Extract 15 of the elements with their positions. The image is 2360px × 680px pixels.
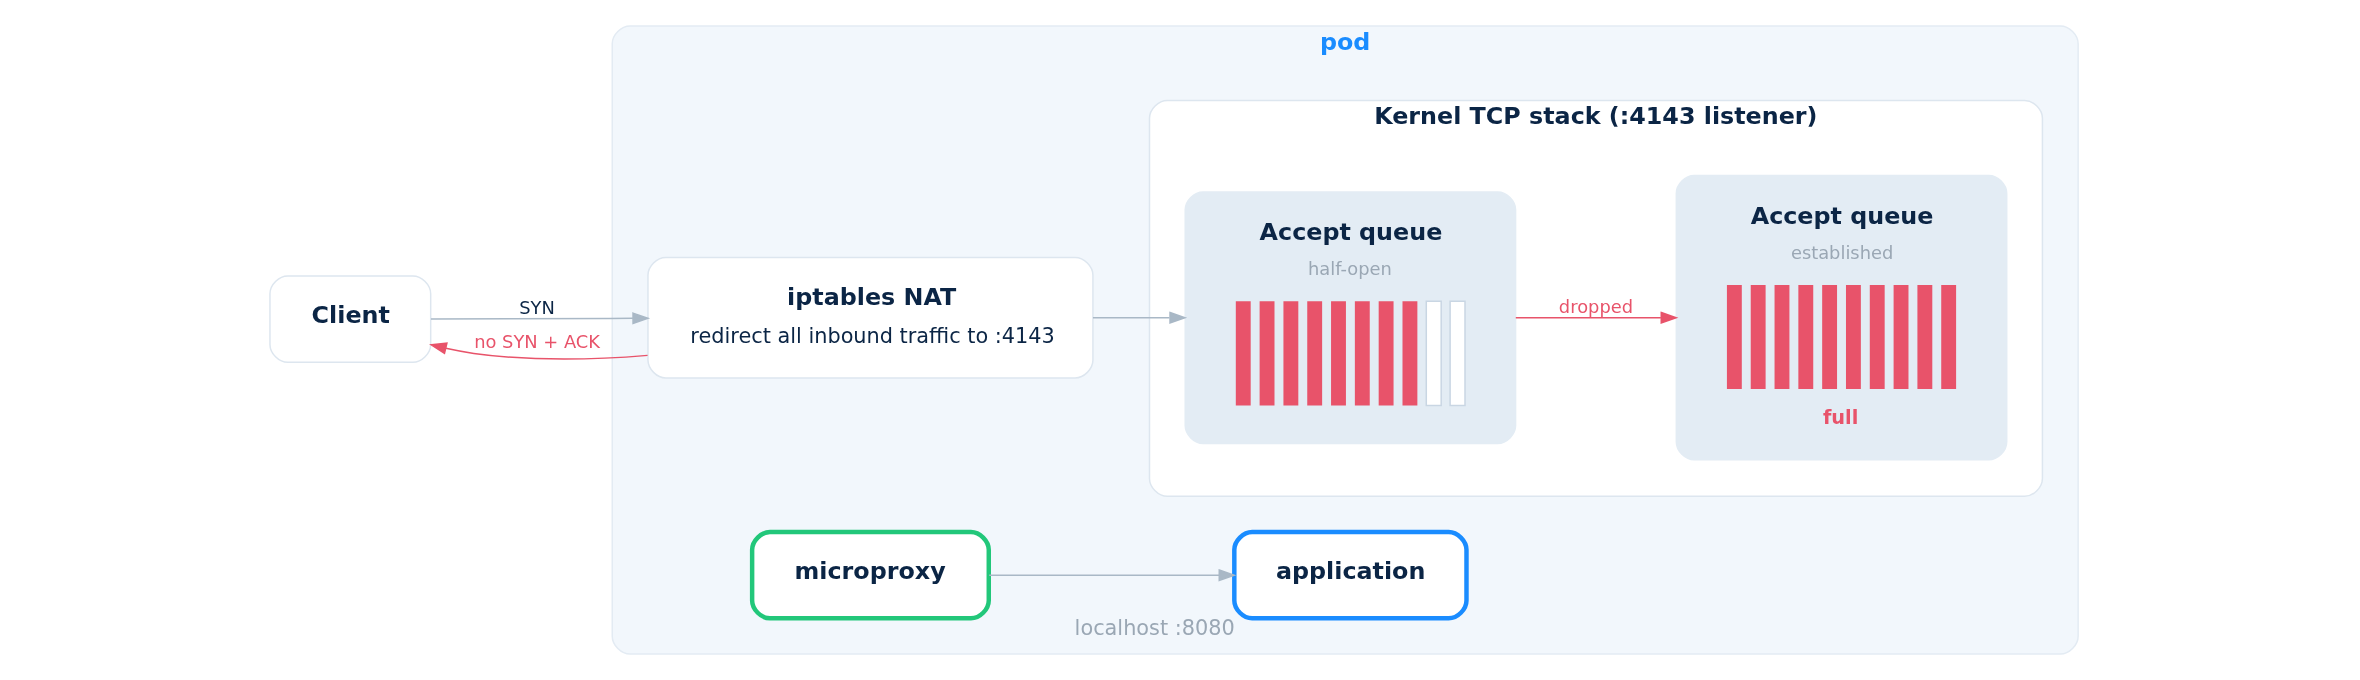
arrow (988, 568, 1237, 582)
edge-label: dropped (1558, 295, 1634, 317)
node-box: Accept queue half-open (1184, 191, 1517, 445)
edge-label: no SYN + ACK (474, 331, 600, 353)
node-box: application (1232, 529, 1469, 621)
arrow (430, 312, 651, 325)
arrow (1092, 311, 1188, 324)
node-box: microproxy (749, 529, 991, 621)
node-label: localhost :8080 (1074, 615, 1235, 640)
node-box: Client (269, 275, 432, 364)
arrow (1515, 311, 1679, 324)
edge-label: SYN (519, 297, 555, 319)
node-box: iptables NAT redirect all inbound traffic to :4143 (647, 256, 1094, 379)
arrow (429, 342, 649, 360)
node-box: Accept queue established full (1675, 174, 2008, 461)
